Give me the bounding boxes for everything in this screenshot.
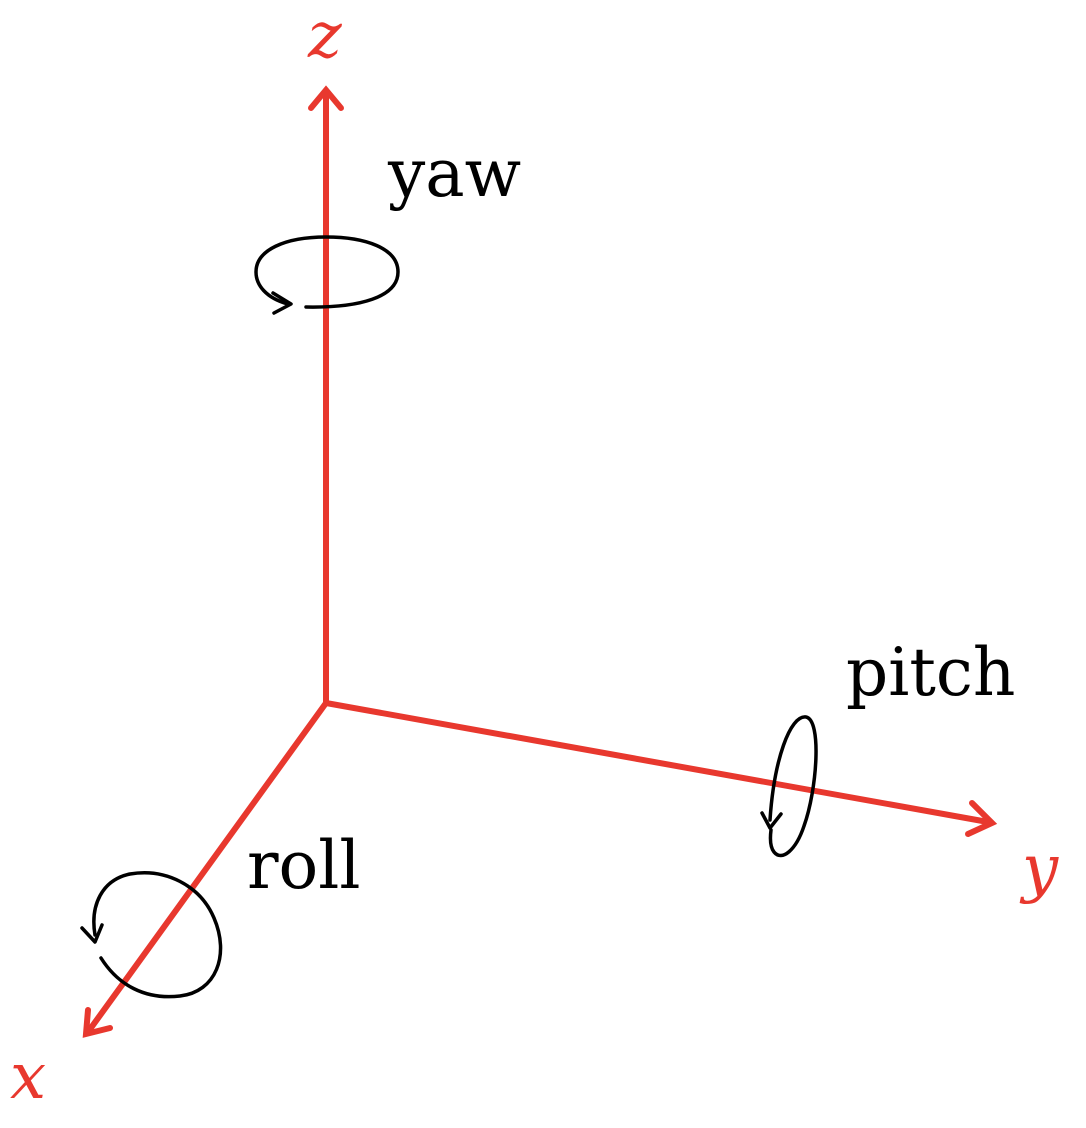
x-axis: x (10, 700, 329, 1114)
roll-arrowhead-icon (80, 923, 104, 944)
x-axis-arrowhead (82, 1007, 113, 1038)
roll-rotation-arrow-icon (92, 871, 223, 999)
y-axis: y (323, 700, 1059, 906)
y-axis-arrowhead (965, 800, 998, 837)
x-axis-label: x (10, 1040, 46, 1114)
roll-label: roll (247, 827, 361, 904)
pitch-arrowhead-icon (760, 811, 783, 830)
y-axis-label: y (1019, 832, 1059, 906)
z-axis-arrowhead (308, 85, 344, 111)
yaw-rotation: yaw (254, 135, 521, 315)
pitch-rotation: pitch (760, 634, 1015, 858)
roll-rotation: roll (80, 827, 361, 999)
z-axis-label: z (307, 0, 343, 73)
yaw-arrowhead-icon (271, 291, 293, 315)
yaw-rotation-arrow-icon (254, 235, 400, 309)
pitch-label: pitch (846, 634, 1015, 711)
yaw-label: yaw (387, 135, 521, 212)
pitch-rotation-arrow-icon (768, 715, 818, 858)
z-axis: z (307, 0, 344, 706)
x-axis-line (85, 700, 329, 1035)
y-axis-line (323, 700, 991, 825)
